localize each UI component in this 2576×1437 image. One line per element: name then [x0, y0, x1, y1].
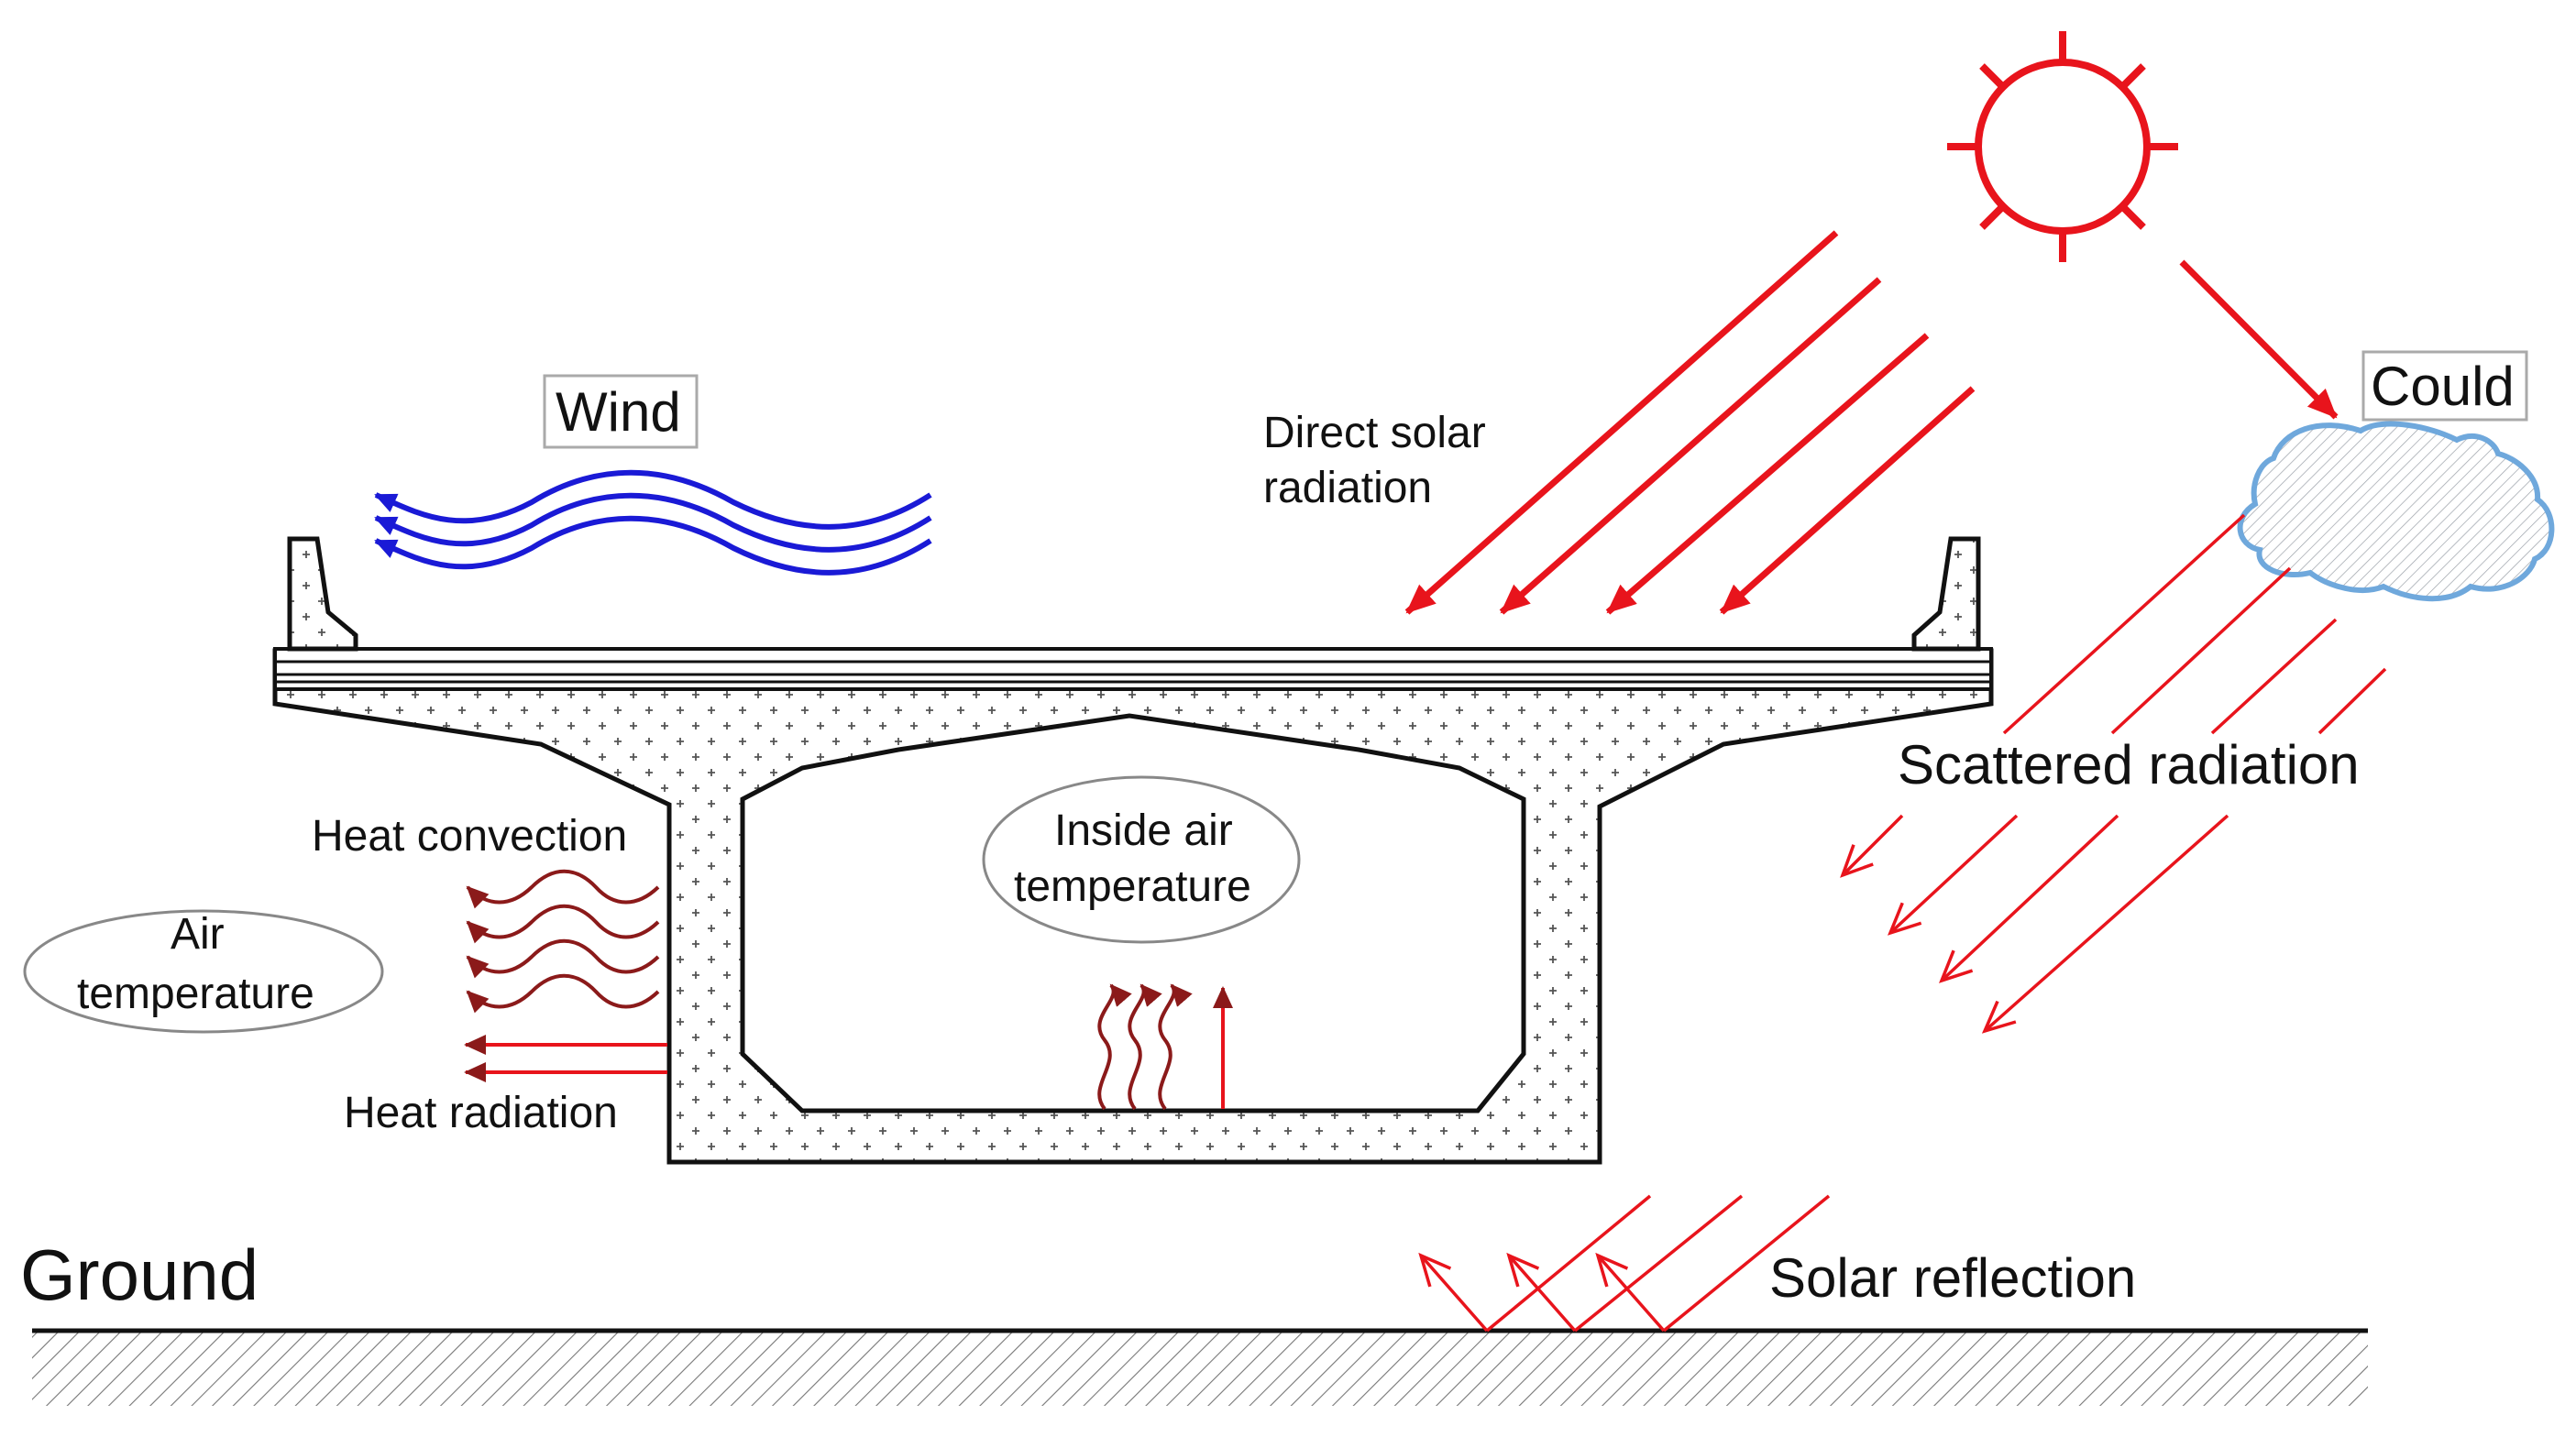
air-temperature-label-2: temperature: [77, 970, 314, 1018]
heat-radiation-arrows: [464, 1035, 667, 1082]
box-girder: [272, 536, 1994, 1165]
wind-label-box: [543, 374, 699, 449]
left-parapet: [287, 536, 358, 652]
air-temperature-label-1: Air: [171, 910, 225, 959]
wind-waves-icon: [374, 469, 932, 576]
sun-icon: [1947, 31, 2178, 262]
direct-solar-arrows: [1404, 230, 1976, 615]
inside-air-ellipse: [982, 775, 1301, 944]
heat-radiation-label: Heat radiation: [344, 1089, 618, 1137]
heat-convection-arrows: [466, 869, 660, 1014]
solar-reflection-label: Solar reflection: [1769, 1247, 2136, 1309]
cloud-icon: [2237, 421, 2555, 602]
inside-heat-convection-arrows: [1097, 983, 1193, 1111]
direct-solar-label-2: radiation: [1263, 464, 1432, 512]
ground-hatch: [32, 1331, 2368, 1406]
direct-solar-label-1: Direct solar: [1263, 409, 1486, 457]
sun-to-cloud-arrow: [2179, 259, 2339, 420]
heat-convection-label: Heat convection: [312, 812, 627, 861]
air-temperature-ellipse: [23, 909, 384, 1034]
cloud-label-box: [2361, 350, 2528, 422]
scattered-radiation-label: Scattered radiation: [1898, 734, 2360, 795]
inside-air-label-2: temperature: [1014, 862, 1251, 911]
scattered-radiation-arrows: [1843, 513, 2387, 1031]
right-parapet: [1911, 536, 1981, 652]
cloud-label: Could: [2371, 356, 2515, 417]
ground-label: Ground: [20, 1234, 259, 1315]
inside-air-label-1: Inside air: [1054, 806, 1233, 855]
solar-reflection-arrows: [1421, 1194, 1831, 1333]
wind-label: Wind: [556, 381, 681, 443]
